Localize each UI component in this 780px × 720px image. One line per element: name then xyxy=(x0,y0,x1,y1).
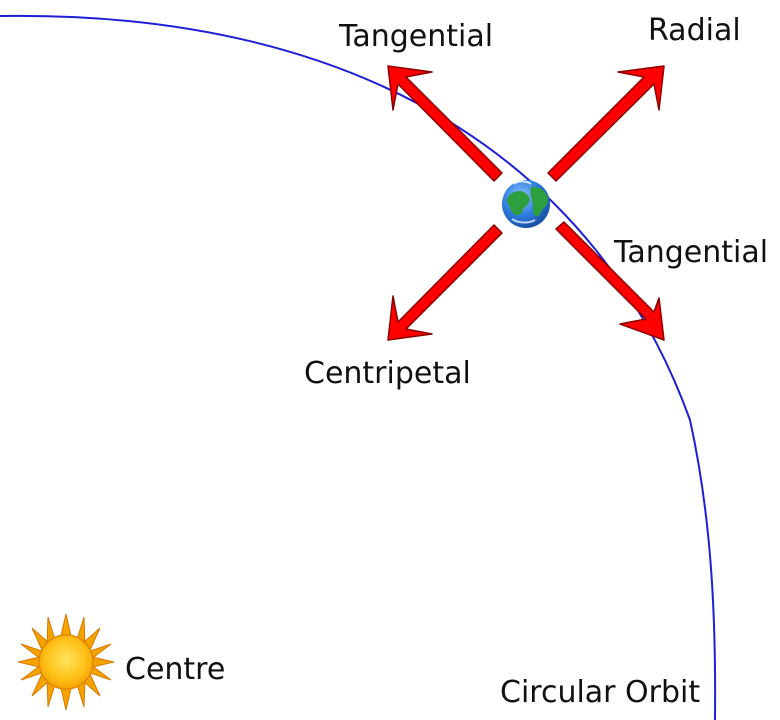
centripetal-arrow xyxy=(387,224,503,341)
label-radial: Radial xyxy=(648,13,741,48)
label-centripetal: Centripetal xyxy=(304,356,471,391)
earth-icon xyxy=(502,180,550,228)
label-tangential-upper: Tangential xyxy=(338,19,493,54)
sun-icon xyxy=(17,613,115,711)
label-circular-orbit: Circular Orbit xyxy=(500,675,700,710)
label-tangential-lower: Tangential xyxy=(613,235,768,270)
tangential-arrow-lower xyxy=(555,221,665,341)
radial-arrow xyxy=(547,65,665,182)
label-centre: Centre xyxy=(125,652,225,687)
tangential-arrow-upper xyxy=(387,65,503,182)
